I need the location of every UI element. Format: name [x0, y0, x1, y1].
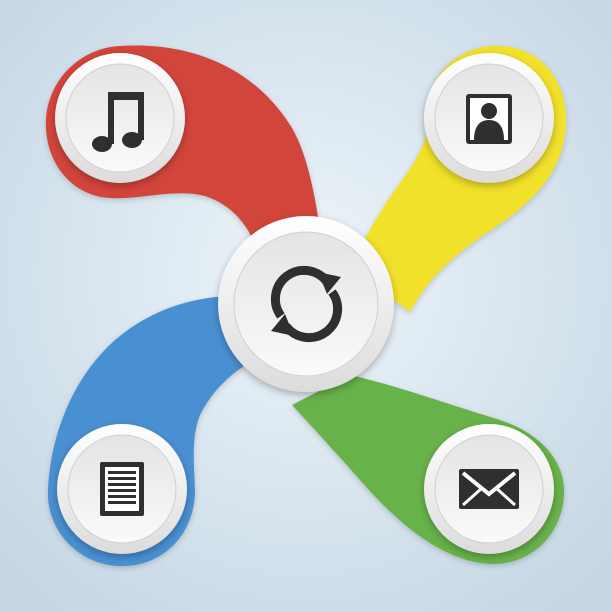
petal-node-music[interactable] — [55, 53, 185, 183]
contact-icon — [466, 94, 512, 144]
sync-icon — [270, 265, 343, 343]
envelope-icon — [459, 469, 519, 509]
hub-node[interactable] — [218, 216, 394, 392]
music-note-icon — [92, 92, 144, 152]
document-icon — [100, 462, 144, 516]
